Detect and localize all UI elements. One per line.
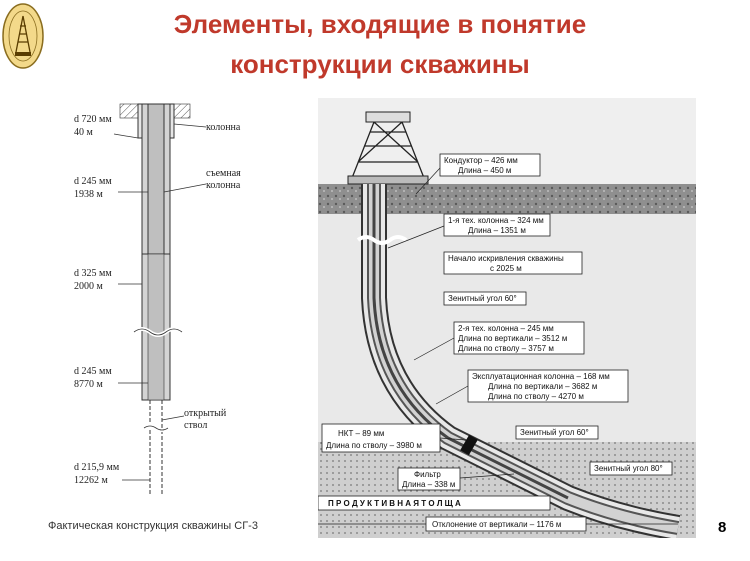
label-d720-line2: 40 м: [74, 127, 94, 138]
figure-caption: Фактическая конструкция скважины СГ-3: [48, 520, 258, 532]
box-curvature-line1: Начало искривления скважины: [448, 254, 564, 263]
page-number: 8: [718, 519, 727, 536]
title-line-1: Элементы, входящие в понятие: [173, 9, 587, 39]
box-zenith-mid-line1: Зенитный угол 60°: [520, 428, 589, 437]
box-second-tech-line2: Длина по вертикали – 3512 м: [458, 334, 567, 343]
box-production-line3: Длина по стволу – 4270 м: [488, 392, 584, 401]
label-d245-bottom: d 245 мм 8770 м: [74, 366, 148, 390]
box-production-line2: Длина по вертикали – 3682 м: [488, 382, 597, 391]
box-first-tech-line1: 1-я тех. колонна – 324 мм: [448, 216, 544, 225]
box-filter: Фильтр Длина – 338 м: [397, 467, 515, 491]
page-title: Элементы, входящие в понятие конструкции…: [40, 4, 720, 84]
box-conductor: Кондуктор – 426 мм Длина – 450 м: [415, 153, 541, 195]
box-production-column: Эксплуатационная колонна – 168 мм Длина …: [435, 369, 629, 405]
label-d325-line1: d 325 мм: [74, 268, 112, 279]
box-zenith-angle-top: Зенитный угол 60°: [443, 291, 527, 306]
annotation-removable-line1: съемная: [206, 168, 241, 179]
annotation-column: колонна: [173, 122, 241, 133]
packer: [460, 434, 478, 456]
title-line-2: конструкции скважины: [230, 49, 530, 79]
label-d245-top-line1: d 245 мм: [74, 176, 112, 187]
annotation-column-line1: колонна: [206, 122, 241, 133]
deviation-label-text: Отклонение от вертикали – 1176 м: [432, 520, 561, 529]
label-d245-bottom-line2: 8770 м: [74, 379, 104, 390]
logo-seal-shape: [2, 3, 44, 69]
annotation-open-hole-line1: открытый: [184, 408, 227, 419]
box-zenith-top-line1: Зенитный угол 60°: [448, 294, 517, 303]
box-filter-line2: Длина – 338 м: [402, 480, 455, 489]
box-second-tech-column: 2-я тех. колонна – 245 мм Длина по верти…: [413, 321, 585, 361]
box-zenith-angle-bottom: Зенитный угол 80°: [589, 461, 673, 476]
label-d215: d 215,9 мм 12262 м: [74, 462, 150, 486]
label-d720: d 720 мм 40 м: [74, 114, 139, 139]
label-d245-top: d 245 мм 1938 м: [74, 176, 148, 200]
box-tubing-line2: Длина по стволу – 3980 м: [326, 441, 422, 450]
label-d245-bottom-line1: d 245 мм: [74, 366, 112, 377]
drilling-rig-seal-icon: [15, 15, 31, 53]
directional-well-schematic: Кондуктор – 426 мм Длина – 450 м 1-я тех…: [317, 98, 696, 543]
box-second-tech-line3: Длина по стволу – 3757 м: [458, 344, 554, 353]
logo: [2, 2, 44, 75]
box-first-tech-column: 1-я тех. колонна – 324 мм Длина – 1351 м: [387, 213, 551, 249]
label-d325: d 325 мм 2000 м: [74, 268, 142, 292]
well-construction-diagram-sg3: d 720 мм 40 м d 245 мм 1938 м d 325 мм 2…: [50, 100, 270, 515]
box-curvature-start: Начало искривления скважины с 2025 м: [443, 251, 583, 275]
label-d215-line1: d 215,9 мм: [74, 462, 120, 473]
box-tubing: НКТ – 89 мм Длина по стволу – 3980 м: [321, 423, 467, 453]
label-d245-top-line2: 1938 м: [74, 189, 104, 200]
box-conductor-line1: Кондуктор – 426 мм: [444, 156, 518, 165]
box-production-line1: Эксплуатационная колонна – 168 мм: [472, 372, 610, 381]
deviation-indicator: Отклонение от вертикали – 1176 м: [318, 516, 678, 532]
box-first-tech-line2: Длина – 1351 м: [468, 226, 526, 235]
box-second-tech-line1: 2-я тех. колонна – 245 мм: [458, 324, 554, 333]
annotation-removable-column: съемная колонна: [163, 168, 241, 193]
label-d720-line1: d 720 мм: [74, 114, 112, 125]
annotation-open-hole-line2: ствол: [184, 420, 207, 431]
box-conductor-line2: Длина – 450 м: [458, 166, 511, 175]
annotation-open-hole: открытый ствол: [161, 408, 227, 431]
break-mark-right: [356, 235, 408, 245]
label-d215-line2: 12262 м: [74, 475, 109, 486]
box-tubing-line1: НКТ – 89 мм: [338, 429, 384, 438]
box-curvature-line2: с 2025 м: [490, 264, 522, 273]
box-zenith-bottom-line1: Зенитный угол 80°: [594, 464, 663, 473]
formation-label-text: П Р О Д У К Т И В Н А Я Т О Л Щ А: [328, 499, 461, 508]
annotation-removable-line2: колонна: [206, 180, 241, 191]
drilling-rig-icon: [347, 111, 429, 185]
label-d325-line2: 2000 м: [74, 281, 104, 292]
box-zenith-angle-mid: Зенитный угол 60°: [515, 425, 599, 440]
box-filter-line1: Фильтр: [414, 470, 441, 479]
formation-label-bar: П Р О Д У К Т И В Н А Я Т О Л Щ А: [317, 495, 551, 511]
